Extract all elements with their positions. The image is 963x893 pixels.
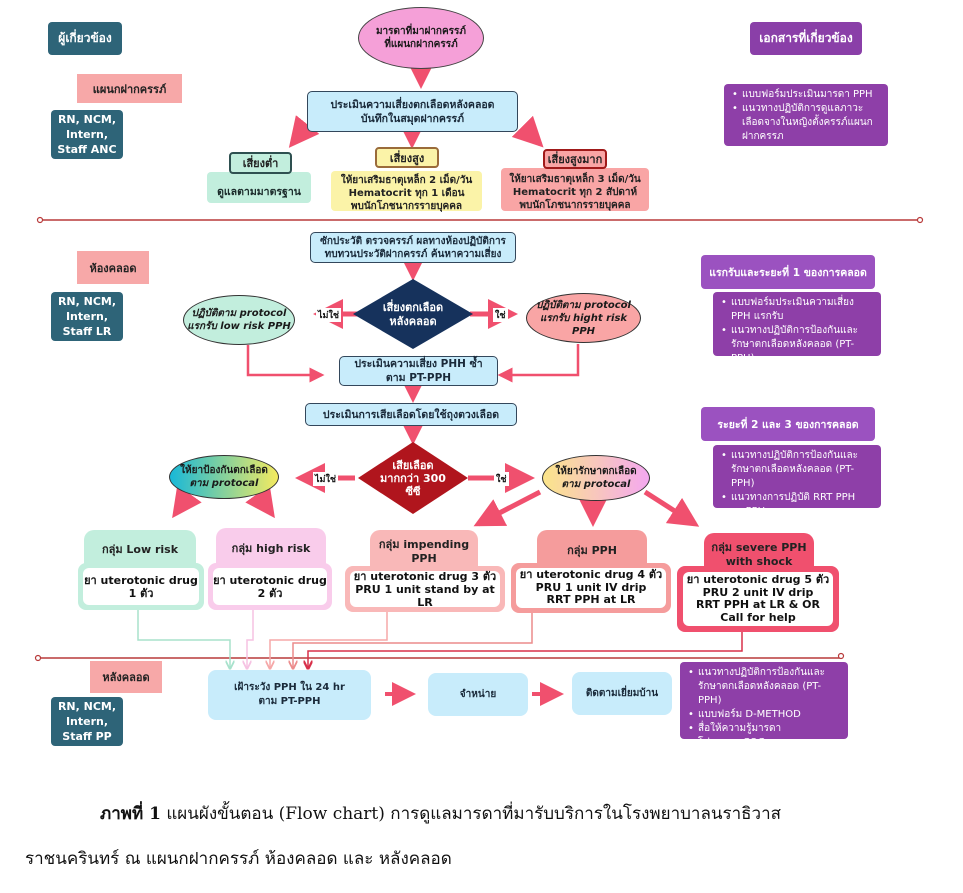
staff-pp: RN, NCM, Intern, Staff PP: [51, 697, 123, 746]
doc-item: แบบฟอร์ม D-METHOD: [688, 708, 842, 722]
doc-item: แนวทางปฏิบัติการดูแลภาวะเลือดจางในหญิงตั…: [732, 102, 882, 144]
doc-item: สื่อให้ความรู้มารดา: [688, 722, 842, 736]
doc-item: แบบฟอร์มประเมินมารดา PPH: [732, 88, 882, 102]
treat-protocol-italic: ตาม protocal: [561, 479, 631, 490]
anc-very-high-risk-tag: เสี่ยงสูงมาก: [543, 149, 607, 169]
stage23-title: ระยะที่ 2 และ 3 ของการคลอด: [701, 407, 875, 441]
decision-risk-label: เสี่ยงตกเลือด หลังคลอด: [382, 301, 444, 328]
figure-caption-line1: ภาพที่ 1 แผนผังขั้นตอน (Flow chart) การด…: [100, 804, 782, 824]
stage1-title: แรกรับและระยะที่ 1 ของการคลอด: [701, 255, 875, 289]
anc-arrows: [288, 59, 544, 149]
treat-protocol-ellipse: ให้ยารักษาตกเลือด ตาม protocal: [542, 455, 650, 501]
lr-history-box: ซักประวัติ ตรวจครรภ์ ผลทางห้องปฏิบัติการ…: [310, 232, 516, 263]
anc-high-risk-tag: เสี่ยงสูง: [375, 147, 439, 168]
anc-low-risk-box: ดูแลตามมาตรฐาน: [207, 172, 311, 203]
staff-anc: RN, NCM, Intern, Staff ANC: [51, 110, 123, 159]
figure-label: ภาพที่ 1: [100, 804, 161, 824]
yes-label-2: ใช่: [494, 472, 509, 486]
pp-monitor-box: เฝ้าระวัง PPH ใน 24 hr ตาม PT-PPH: [208, 670, 371, 720]
decision-blood-loss-label: เสียเลือด มากกว่า 300 ซีซี: [380, 458, 446, 498]
anc-low-risk-tag: เสี่ยงต่ำ: [229, 152, 292, 174]
group-pph-body: ยา uterotonic drug 4 ตัว PRU 1 unit IV d…: [516, 568, 666, 608]
section-divider-2: [34, 652, 845, 662]
group-high-risk: กลุ่ม high risk ยา uterotonic drug 2 ตัว: [208, 528, 332, 610]
lr-elbow-arrows: [246, 344, 580, 383]
doc-item: แนวทางปฏิบัติการป้องกันและรักษาตกเลือดหล…: [721, 449, 875, 491]
no-label-1: ไม่ใช่: [316, 308, 341, 322]
pp-documents: แนวทางปฏิบัติการป้องกันและรักษาตกเลือดหล…: [680, 662, 848, 750]
figure-caption-line2: ราชนครินทร์ ณ แผนกฝากครรภ์ ห้องคลอด และ …: [25, 849, 452, 869]
dept-pp: หลังคลอด: [90, 661, 162, 693]
doc-item: แบบฟอร์มประเมินความเสี่ยง PPH แรกรับ: [721, 296, 875, 324]
dept-lr: ห้องคลอด: [77, 251, 149, 284]
documents-title: เอกสารที่เกี่ยวข้อง: [750, 22, 862, 55]
dept-anc: แผนกฝากครรภ์: [77, 74, 182, 103]
group-connectors: [137, 610, 743, 668]
group-impending-pph: กลุ่ม impending PPH ยา uterotonic drug 3…: [345, 530, 505, 612]
anc-very-high-risk-box: ให้ยาเสริมธาตุเหล็ก 3 เม็ด/วัน Hematocri…: [501, 168, 649, 211]
anc-assess-box: ประเมินความเสี่ยงตกเลือดหลังคลอด บันทึกใ…: [307, 91, 518, 132]
stage23-documents: แนวทางปฏิบัติการป้องกันและรักษาตกเลือดหล…: [713, 445, 881, 519]
doc-item: โปรแกรม COC: [688, 736, 842, 750]
group-low-risk: กลุ่ม Low risk ยา uterotonic drug 1 ตัว: [78, 530, 204, 610]
doc-item: แนวทางปฏิบัติการป้องกันและรักษาตกเลือดหล…: [688, 666, 842, 708]
staff-lr: RN, NCM, Intern, Staff LR: [51, 292, 123, 341]
reassess-box: ประเมินความเสี่ยง PHH ซ้ำ ตาม PT-PPH: [339, 356, 498, 386]
low-risk-protocol-ellipse: ปฏิบัติตาม protocol แรกรับ low risk PPH: [183, 295, 295, 345]
stage1-documents: แบบฟอร์มประเมินความเสี่ยง PPH แรกรับ แนว…: [713, 292, 881, 364]
anc-high-risk-box: ให้ยาเสริมธาตุเหล็ก 2 เม็ด/วัน Hematocri…: [331, 171, 482, 212]
prevent-protocol-italic: ตาม protocal: [189, 478, 259, 489]
start-anc-ellipse: มารดาที่มาฝากครรภ์ ที่แผนกฝากครรภ์: [358, 7, 484, 69]
blood-loss-box: ประเมินการเสียเลือดโดยใช้ถุงตวงเลือด: [305, 403, 517, 426]
yes-label-1: ใช่: [493, 308, 508, 322]
doc-item: แนวทางปฏิบัติการป้องกันและรักษาตกเลือดหล…: [721, 324, 875, 366]
group-severe-pph: กลุ่ม severe PPH with shock ยา uterotoni…: [677, 533, 839, 632]
anc-documents: แบบฟอร์มประเมินมารดา PPH แนวทางปฏิบัติกา…: [724, 84, 888, 146]
group-pph: กลุ่ม PPH ยา uterotonic drug 4 ตัว PRU 1…: [511, 530, 671, 613]
prevent-protocol-ellipse: ให้ยาป้องกันตกเลือด ตาม protocal: [169, 455, 279, 499]
stakeholders-title: ผู้เกี่ยวข้อง: [48, 22, 122, 55]
decision-diamond-blood-loss: [358, 442, 468, 514]
section-divider-1: [36, 216, 924, 224]
high-risk-protocol-ellipse: ปฏิบัติตาม protocol แรกรับ hight risk PP…: [526, 293, 641, 343]
decision-diamond-risk: [353, 279, 473, 349]
doc-item: รถ PPH: [721, 505, 875, 519]
group-high-risk-body: ยา uterotonic drug 2 ตัว: [213, 568, 327, 605]
group-severe-body: ยา uterotonic drug 5 ตัว PRU 2 unit IV d…: [683, 572, 833, 626]
pp-discharge-box: จำหน่าย: [428, 673, 528, 716]
doc-item: แนวทางการปฏิบัติ RRT PPH: [721, 491, 875, 505]
pp-follow-up-box: ติดตามเยี่ยมบ้าน: [572, 672, 672, 715]
group-low-risk-body: ยา uterotonic drug 1 ตัว: [83, 568, 199, 605]
no-label-2: ไม่ใช่: [313, 472, 338, 486]
group-impending-body: ยา uterotonic drug 3 ตัว PRU 1 unit stan…: [350, 570, 500, 609]
